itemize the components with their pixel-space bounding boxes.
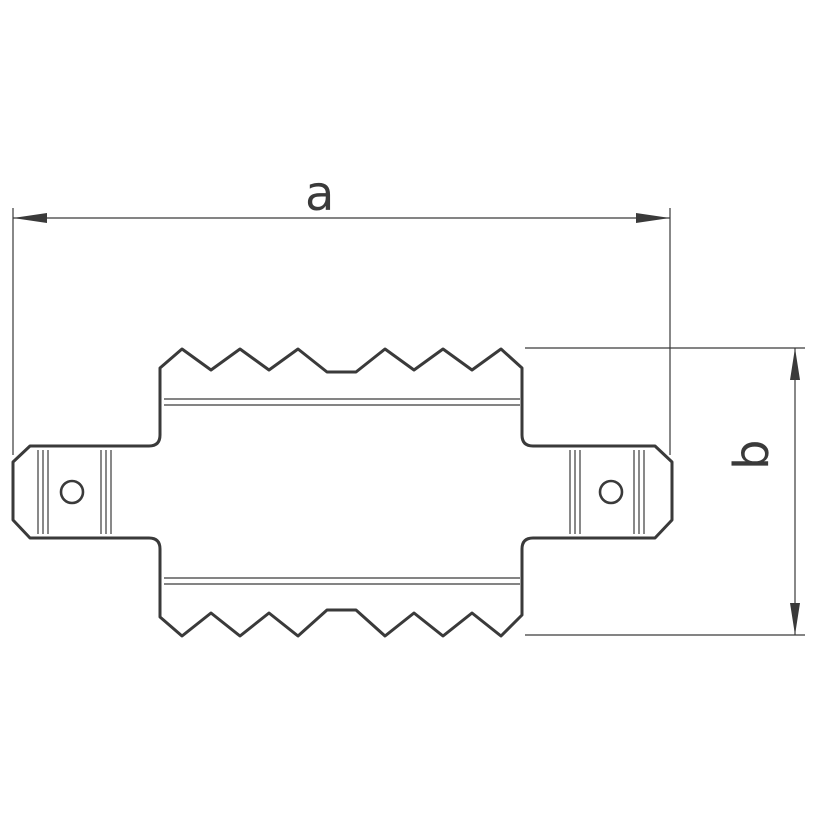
right-mounting-hole — [598, 479, 624, 505]
dimension-b-arrow-bottom — [790, 603, 800, 635]
part-outline — [11, 347, 674, 638]
bend-lines — [37, 398, 645, 585]
part-body-outline — [11, 347, 674, 638]
dimension-a-arrow-left — [13, 213, 47, 223]
dimension-b-label: b — [724, 439, 780, 470]
dimension-a-arrow-right — [636, 213, 670, 223]
dimension-a — [12, 208, 671, 455]
mounting-holes — [59, 479, 624, 505]
dimension-b — [525, 347, 805, 636]
dimension-a-label: a — [305, 166, 335, 222]
dimension-b-arrow-top — [790, 348, 800, 380]
left-mounting-hole — [59, 479, 85, 505]
